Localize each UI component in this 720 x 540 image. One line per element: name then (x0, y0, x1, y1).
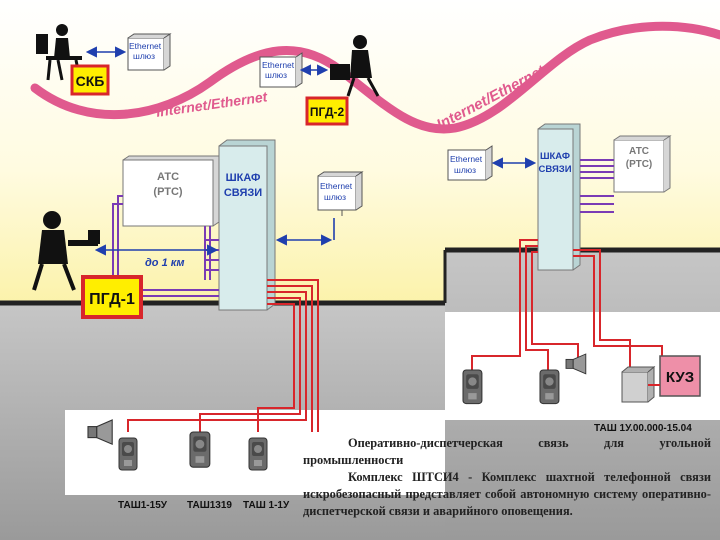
caption-body: Комплекс ШТСИ4 - Комплекс шахтной телефо… (303, 470, 711, 518)
ethernet-gateway-4: Ethernet шлюз (447, 145, 493, 181)
svg-text:(РТС): (РТС) (153, 186, 183, 198)
caption-block: Оперативно-диспетчерская связь для уголь… (303, 435, 711, 520)
device-label-3: ТАШ 1-1У (243, 500, 290, 511)
device-label-2: ТАШ1319 (187, 500, 232, 511)
svg-text:СВЯЗИ: СВЯЗИ (538, 164, 571, 175)
device-label-right: ТАШ 1У.00.000-15.04 (594, 423, 692, 434)
svg-text:шлюз: шлюз (265, 70, 287, 80)
svg-text:ШКАФ: ШКАФ (226, 172, 261, 184)
comm-cabinet-left: ШКАФ СВЯЗИ (218, 139, 276, 311)
svg-text:(РТС): (РТС) (626, 159, 653, 170)
ethernet-gateway-1: Ethernet шлюз (127, 33, 172, 71)
svg-text:Ethernet: Ethernet (450, 154, 483, 164)
svg-text:Ethernet: Ethernet (129, 41, 162, 51)
svg-text:Ethernet: Ethernet (320, 181, 353, 191)
pgd1-label: ПГД-1 (89, 291, 135, 308)
junction-box-icon (621, 365, 656, 403)
skb-label: СКБ (76, 73, 105, 89)
ethernet-gateway-2: Ethernet шлюз (259, 52, 303, 88)
svg-text:шлюз: шлюз (454, 165, 476, 175)
pgd2-label-box: ПГД-2 (305, 96, 349, 126)
telephone-icon (118, 437, 138, 471)
pgd1-label-box: ПГД-1 (81, 275, 143, 319)
telephone-icon (189, 431, 211, 468)
telephone-icon (462, 369, 483, 405)
svg-text:СВЯЗИ: СВЯЗИ (224, 187, 262, 199)
wires-left-cabinet-phones (127, 279, 319, 432)
svg-text:Ethernet: Ethernet (262, 60, 295, 70)
svg-text:АТС: АТС (629, 146, 649, 157)
distance-label: до 1 км (145, 257, 184, 269)
comm-cabinet-right: ШКАФ СВЯЗИ (537, 123, 581, 271)
wires-ats-cabinet-right (580, 159, 614, 213)
headset-operator-icon (32, 211, 100, 291)
kuz-box: КУЗ (659, 355, 701, 397)
telephone-icon (248, 437, 268, 471)
caption-title: Оперативно-диспетчерская связь для уголь… (303, 436, 711, 467)
skb-label-box: СКБ (70, 64, 110, 96)
telephone-icon (539, 369, 560, 405)
ats-box-right: АТС (РТС) (613, 135, 672, 193)
ats-box-left: АТС (РТС) (122, 155, 220, 227)
pgd2-label: ПГД-2 (310, 105, 345, 119)
svg-text:АТС: АТС (157, 171, 179, 183)
kuz-label: КУЗ (666, 369, 694, 386)
svg-text:ШКАФ: ШКАФ (540, 151, 570, 162)
ethernet-gateway-3: Ethernet шлюз (317, 171, 364, 211)
headset-operator-icon (330, 35, 380, 97)
operator-icon (36, 24, 82, 81)
wires-right-cabinet-devices (471, 239, 663, 372)
svg-text:шлюз: шлюз (133, 51, 155, 61)
svg-text:шлюз: шлюз (324, 192, 346, 202)
device-label-1: ТАШ1-15У (118, 500, 168, 511)
internet-wave (30, 21, 720, 134)
